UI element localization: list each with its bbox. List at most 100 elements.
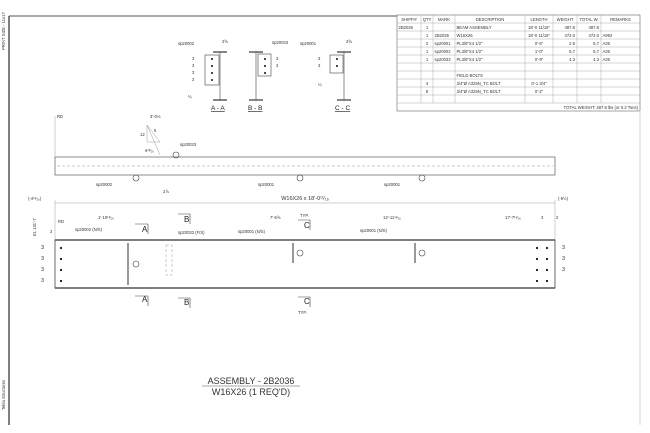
- table-cell: 2B2036: [435, 33, 450, 38]
- spacing-label: 3: [276, 56, 279, 61]
- table-cell: 487.8: [589, 25, 600, 30]
- left-offset: (-4¹³⁄₁₆): [28, 196, 42, 201]
- table-cell: 1: [426, 33, 429, 38]
- spacing-label: 3: [318, 63, 321, 68]
- table-cell: 4: [426, 81, 429, 86]
- section-a-mark: sp20002: [178, 41, 195, 46]
- spacing-label: 3: [41, 256, 44, 262]
- spacing-label: 3: [318, 56, 321, 61]
- table-cell: 0'-6": [535, 41, 544, 46]
- spacing-label: 3: [562, 267, 565, 273]
- section-a-title: A - A: [211, 105, 225, 112]
- table-header: MARK: [438, 17, 450, 22]
- dim-two: 2: [50, 229, 53, 234]
- table-cell: BEAM ASSEMBLY: [457, 25, 492, 30]
- table-cell: A36: [603, 57, 611, 62]
- table-cell: 5.7: [593, 41, 599, 46]
- table-cell: 18'-0 11/16": [528, 25, 551, 30]
- table-cell: FIELD BOLTS: [457, 73, 484, 78]
- section-cut-b-top: B: [184, 215, 189, 224]
- table-cell: 4.3: [593, 57, 599, 62]
- table-cell: 472.0: [565, 33, 576, 38]
- table-header: WEIGHT: [557, 17, 574, 22]
- elevation-rd: RD: [58, 219, 64, 224]
- table-header: SHIPP.#: [401, 17, 417, 22]
- table-cell: 2.9: [569, 41, 575, 46]
- table-header: TOTAL W.: [579, 17, 598, 22]
- section-b-title: B - B: [248, 105, 262, 112]
- table-cell: 8: [426, 89, 429, 94]
- dim-gauge: 3: [541, 215, 544, 220]
- section-c-c: sp20001 2⅝ 3 3 ¼ C - C: [300, 39, 352, 112]
- spacing-label: 3: [192, 56, 195, 61]
- spacing-label: 3: [192, 77, 195, 82]
- table-cell: 1: [426, 25, 429, 30]
- table-header: LENGTH: [531, 17, 548, 22]
- spacing-label: 3: [192, 70, 195, 75]
- plan-mark-sp20002: sp20002: [96, 182, 113, 187]
- slope-run: 5: [154, 128, 157, 133]
- table-cell: 4.3: [569, 57, 575, 62]
- overall-length: W16X26 x 18'-0¹¹⁄₁₆: [281, 196, 329, 202]
- typ-top: TYP.: [300, 213, 309, 218]
- table-cell: 2: [426, 41, 429, 46]
- label-sp20033: sp20033 (F/S): [178, 230, 205, 235]
- plan-mark-sp20001: sp20001: [258, 182, 275, 187]
- section-cut-a-top: A: [142, 225, 148, 234]
- table-cell: 1: [426, 49, 429, 54]
- right-offset: (-5½): [558, 196, 569, 201]
- table-cell: 0'-1 3/4": [531, 81, 547, 86]
- table-cell: PL3/8"X4 1/2": [457, 41, 484, 46]
- section-b-b: sp20033 3 3 B - B: [248, 40, 289, 112]
- spacing-label: 3: [41, 267, 44, 273]
- section-c-dim: 2⅝: [346, 39, 352, 44]
- slope-rise: 12: [140, 132, 145, 137]
- table-cell: PL3/8"X4 1/2": [457, 49, 484, 54]
- print-size-note: PRINT SIZE - 11x17: [1, 12, 6, 50]
- spacing-label: 3: [562, 256, 565, 262]
- plan-dim-offset: 6¹³⁄₁₆: [145, 148, 154, 153]
- table-header: QTY: [423, 17, 432, 22]
- dim-edge: 2: [556, 215, 559, 220]
- plan-dim-small: 2⅞: [163, 189, 169, 194]
- table-cell: 0'-9": [535, 57, 544, 62]
- table-cell: sp20001: [435, 41, 452, 46]
- table-cell: sp20002: [435, 49, 452, 54]
- section-b-mark: sp20033: [272, 40, 289, 45]
- table-cell: 1: [426, 57, 429, 62]
- elevation-view: (-4¹³⁄₁₆) (-5½) W16X26 x 18'-0¹¹⁄₁₆ EL 1…: [28, 196, 569, 315]
- table-cell: 1'-0": [535, 49, 544, 54]
- plan-view: RD 3'-0⅛ 12 5 6¹³⁄₁₆ sp20033 sp20002 2⅞ …: [54, 114, 556, 194]
- table-cell: 5.7: [593, 49, 599, 54]
- typ-bottom: TYP.: [298, 310, 307, 315]
- table-cell: 487.8: [565, 25, 576, 30]
- table-cell: A992: [603, 33, 613, 38]
- table-cell: W16X26: [457, 33, 474, 38]
- section-cut-b-bottom: B: [184, 298, 189, 307]
- dim-sp20001-b: 12'-11¹¹⁄₁₆: [383, 215, 401, 220]
- section-cut-a-bottom: A: [142, 295, 148, 304]
- table-cell: sp20033: [435, 57, 452, 62]
- weld-size: ¼: [188, 94, 192, 99]
- software-note: Tekla Structures: [1, 380, 6, 410]
- assembly-title: ASSEMBLY - 2B2036 W16X26 (1 REQ'D): [202, 376, 300, 397]
- section-a-a: sp20002 2⅝ 3 3 3 3 ¼ A - A: [178, 39, 228, 112]
- table-cell: A36: [603, 41, 611, 46]
- total-weight: TOTAL WEIGHT: 487.8 lbs (or 0.2 Tons): [564, 105, 639, 110]
- table-header: REMARKS: [610, 17, 631, 22]
- spacing-label: 3: [41, 278, 44, 284]
- dim-end-bolts: 17'-7¹¹⁄₁₆: [505, 215, 521, 220]
- spacing-label: 3: [276, 63, 279, 68]
- assembly-title-line2: W16X26 (1 REQ'D): [212, 387, 290, 397]
- plan-mark-sp20001: sp20001: [384, 182, 401, 187]
- dim-sp20002: 1'-10¹³⁄₁₆: [98, 215, 114, 220]
- plan-mark-sp20033: sp20033: [180, 142, 197, 147]
- section-cut-c-top: C: [304, 221, 310, 230]
- section-cut-c-bottom: C: [304, 297, 310, 306]
- table-cell: 3/4"Ø A325N_TC BOLT: [457, 81, 501, 86]
- table-cell: A36: [603, 49, 611, 54]
- weld-size: ¼: [318, 82, 322, 87]
- section-a-dim: 2⅝: [222, 39, 228, 44]
